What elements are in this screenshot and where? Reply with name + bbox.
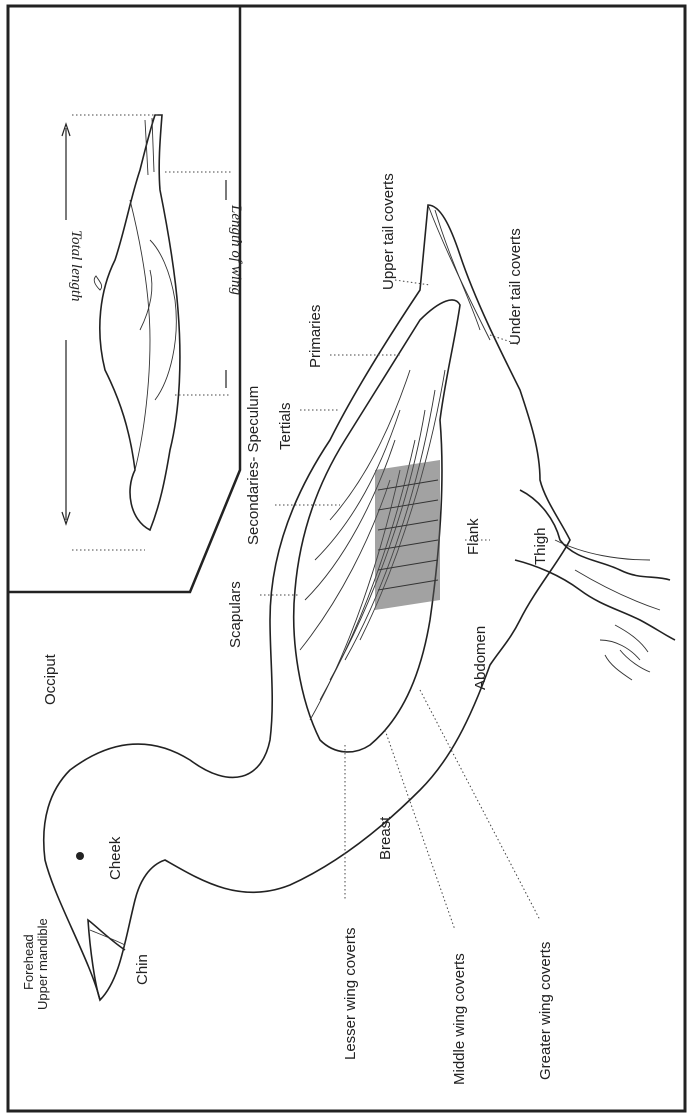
main-bird [44,205,675,1000]
label-occiput: Occiput [42,653,59,705]
label-under-tail-coverts: Under tail coverts [507,228,524,345]
label-thigh: Thigh [532,527,549,565]
inset-total-length-line [62,115,160,550]
label-breast: Breast [377,816,394,860]
label-upper-mandible: Upper mandible [35,918,50,1010]
label-chin: Chin [134,954,151,985]
inset-bird [94,115,180,530]
label-middle-wing-coverts: Middle wing coverts [451,953,468,1085]
label-tertials: Tertials [277,402,294,450]
label-secondaries-speculum: Secondaries- Speculum [245,386,262,545]
label-lesser-wing-coverts: Lesser wing coverts [342,927,359,1060]
label-scapulars: Scapulars [227,581,244,648]
label-upper-tail-coverts: Upper tail coverts [380,173,397,290]
inset-border [8,6,240,592]
eye [76,852,84,860]
label-cheek: Cheek [107,836,124,880]
label-primaries: Primaries [307,305,324,368]
label-abdomen: Abdomen [472,626,489,690]
inset-wing-length-label: Length of wing [228,204,244,296]
label-greater-wing-coverts: Greater wing coverts [537,942,554,1080]
label-flank: Flank [465,518,482,555]
inset-total-length-label: Total length [68,230,84,302]
label-forehead: Forehead [21,934,36,990]
